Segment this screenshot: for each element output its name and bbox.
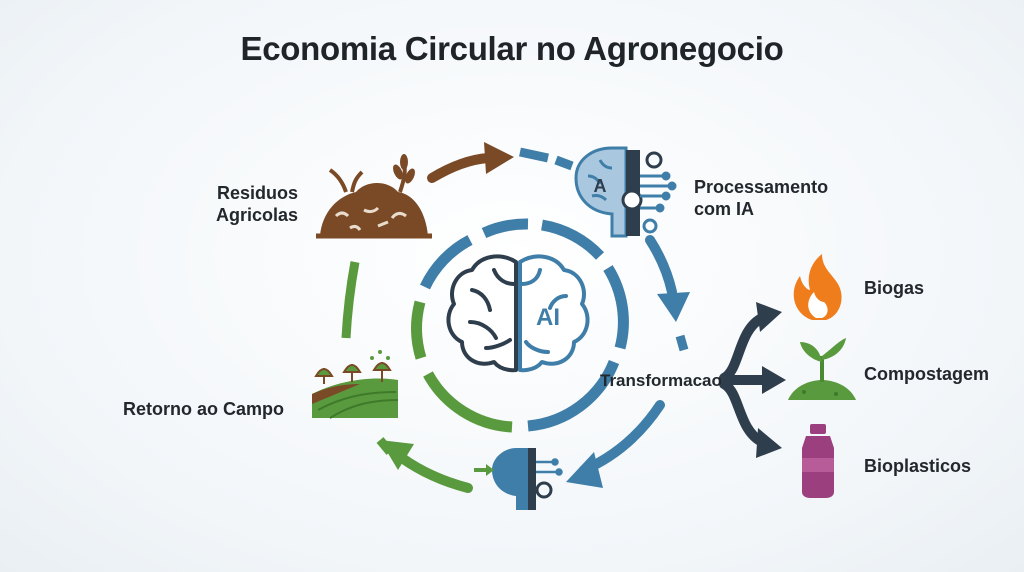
green-cycle-arrow-bottom [380, 440, 473, 493]
compost-pile-icon [316, 154, 432, 239]
farm-field-icon [312, 350, 399, 419]
label-biogas: Biogas [864, 278, 925, 298]
ai-head-gears-icon: A [574, 146, 677, 238]
label-processamento-line2: com IA [694, 199, 755, 219]
blue-dashed-arc-top [519, 147, 574, 171]
label-transformacao: Transformacao [600, 371, 722, 390]
sprout-icon [788, 338, 856, 400]
small-ai-head-icon [474, 448, 563, 510]
brown-cycle-arrow [427, 142, 514, 183]
page-title: Economia Circular no Agronegocio [240, 30, 784, 67]
green-dashed-arc-left [341, 261, 394, 455]
blue-cycle-arrow-right [645, 235, 690, 322]
flame-icon [793, 254, 842, 320]
label-residuos-line1: Residuos [216, 183, 298, 203]
label-retorno: Retorno ao Campo [123, 399, 285, 419]
label-compostagem: Compostagem [864, 364, 990, 384]
branch-arrowheads [756, 302, 786, 458]
label-bioplasticos: Bioplasticos [864, 456, 972, 476]
blue-cycle-arrow-bottom [566, 400, 665, 488]
ai-head-letter: A [594, 176, 607, 196]
brain-ai-icon [446, 254, 590, 373]
label-residuos-line2: Agricolas [215, 205, 298, 225]
bottle-icon [802, 424, 834, 498]
label-residuos: Residuos Agricolas [190, 182, 298, 226]
inner-ring [411, 218, 629, 433]
label-processamento-line1: Processamento [694, 177, 829, 197]
branch-arrows [719, 313, 771, 447]
label-processamento: Processamento com IA [694, 176, 864, 220]
brain-ai-text: AI [536, 304, 560, 331]
blue-dashed-arc-right [675, 334, 689, 352]
